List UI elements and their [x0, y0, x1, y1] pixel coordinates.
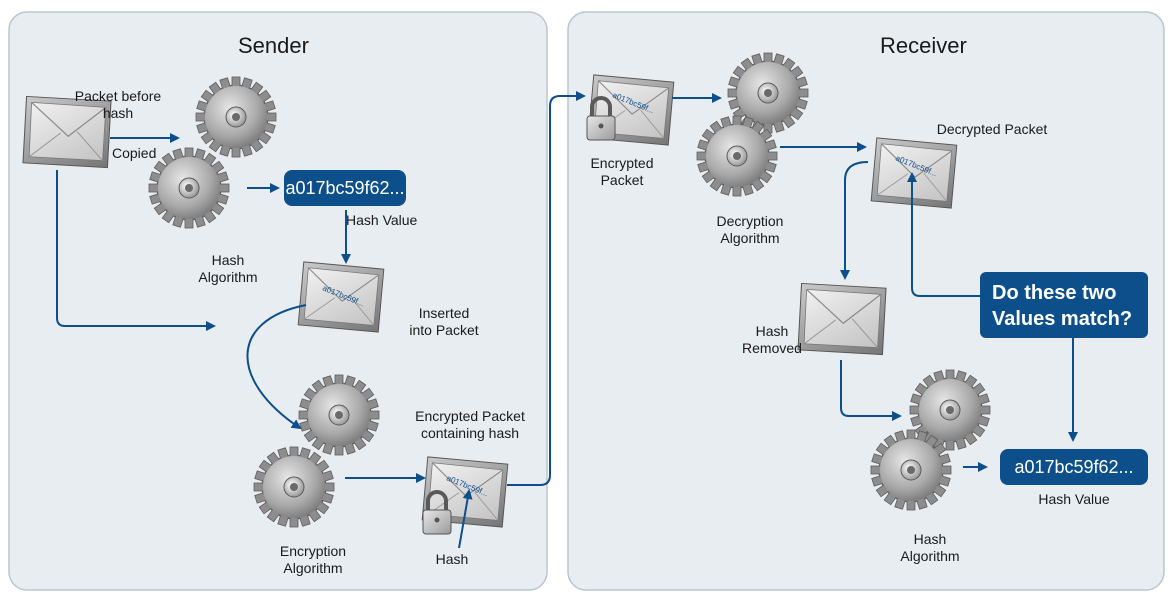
decryption-algorithm-label: Decryption Algorithm	[716, 213, 784, 246]
receiver-title: Receiver	[880, 33, 967, 58]
hash-algorithm-label: Hash Algorithm	[198, 252, 258, 285]
receiver-hash-algorithm-label: Hash Algorithm	[900, 531, 960, 564]
sender-arrows	[56, 91, 586, 549]
hash-label: Hash	[435, 551, 469, 567]
hash-value-box: a017bc59f62...	[284, 170, 406, 206]
receiver-arrows	[672, 93, 1078, 472]
encrypted-packet-label: Encrypted Packet	[590, 155, 654, 188]
receiver-hash-value-box: a017bc59f62...	[1000, 449, 1148, 485]
hash-removed-label: Hash Removed	[742, 323, 802, 356]
inserted-into-packet-label: Inserted into Packet	[409, 305, 479, 338]
encryption-algorithm-label: Encryption Algorithm	[279, 543, 347, 576]
sender-title: Sender	[238, 33, 309, 58]
hash-value-label: Hash Value	[346, 212, 418, 228]
sender-panel	[8, 11, 548, 591]
copied-label: Copied	[112, 145, 157, 161]
values-match-question: Do these two Values match?	[980, 272, 1148, 338]
decrypted-packet-label: Decrypted Packet	[936, 121, 1048, 137]
encrypted-packet-containing-hash-label: Encrypted Packet containing hash	[415, 408, 525, 441]
receiver-hash-value-label: Hash Value	[1038, 491, 1110, 507]
packet-before-hash-label: Packet before hash	[74, 88, 162, 121]
